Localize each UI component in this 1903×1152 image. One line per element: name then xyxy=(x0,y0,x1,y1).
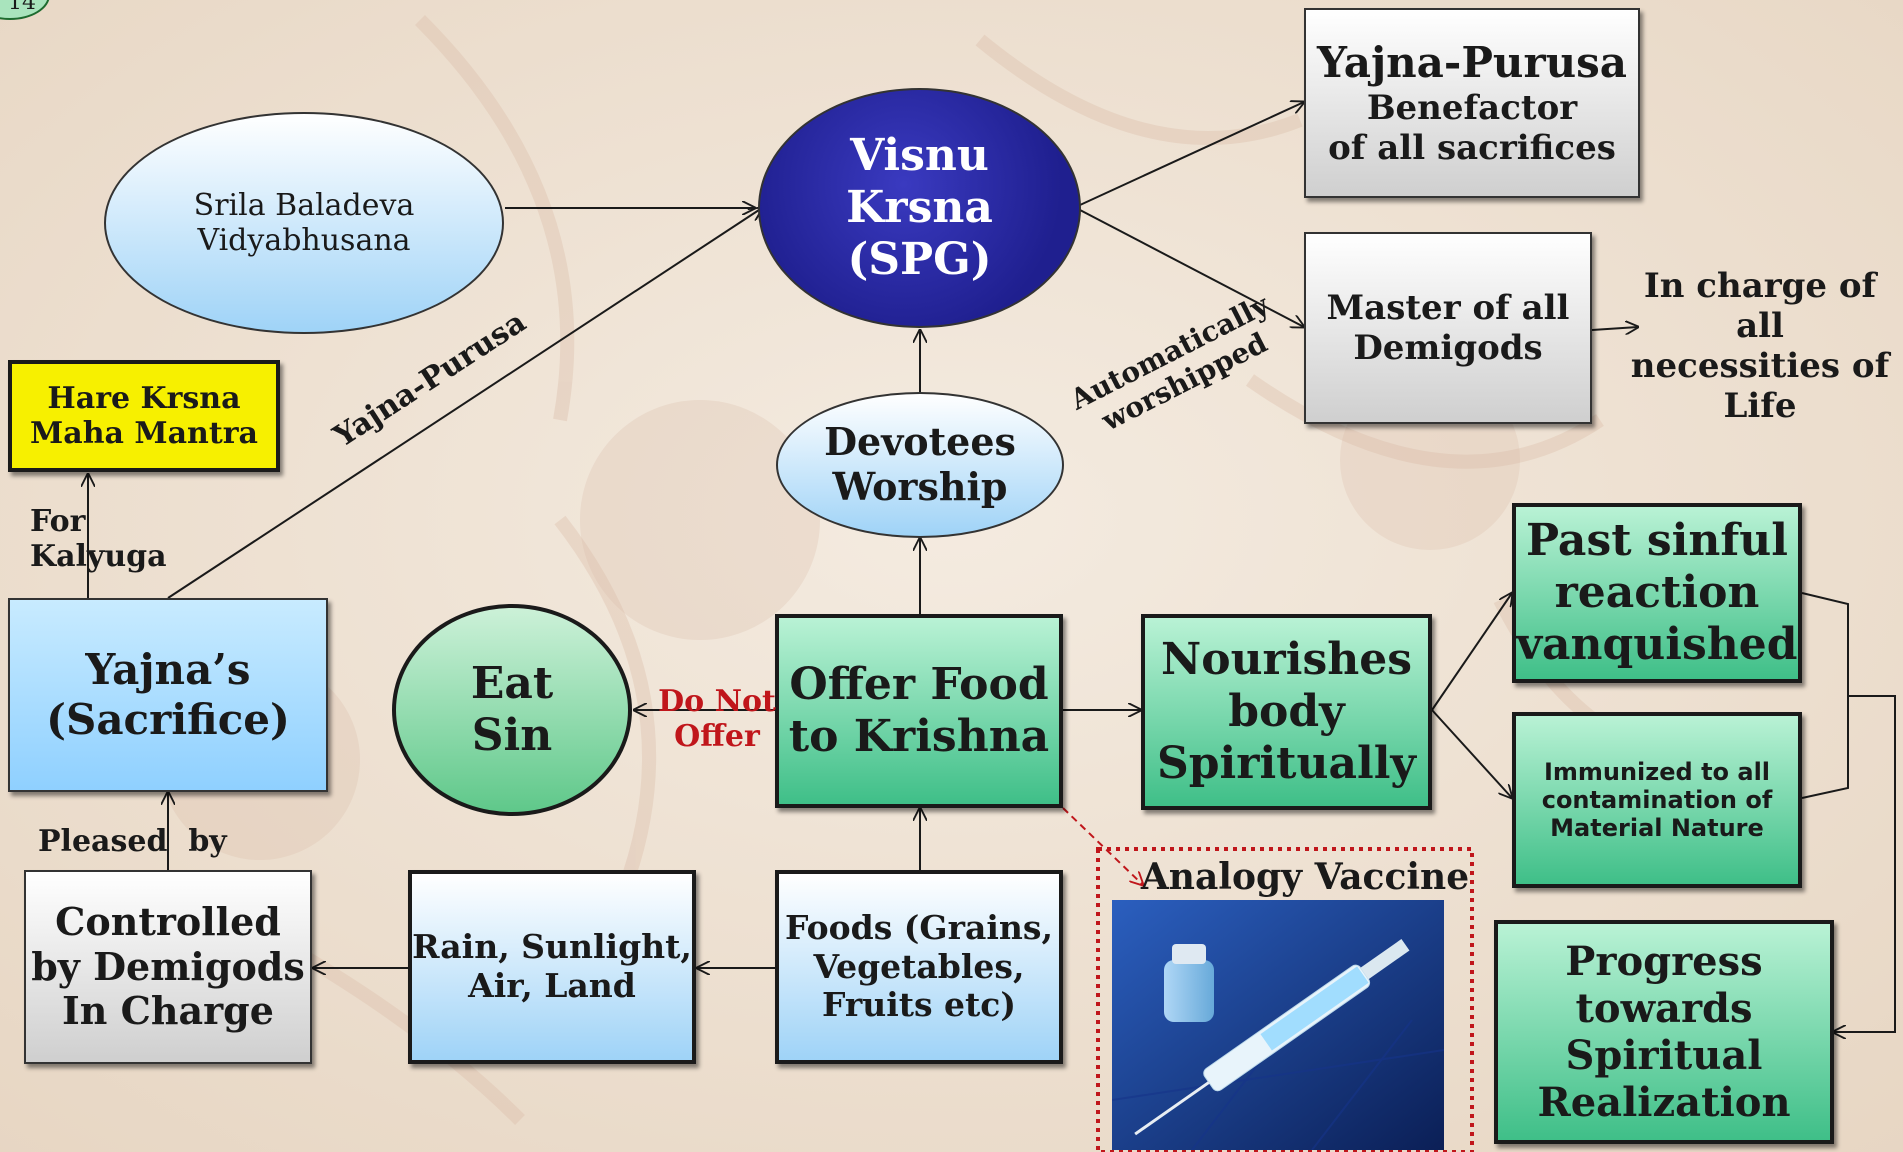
vial-cap xyxy=(1172,944,1206,964)
node-devotees-worship: Devotees Worship xyxy=(776,392,1064,538)
node-hare-krsna: Hare Krsna Maha Mantra xyxy=(8,360,280,472)
node-foods: Foods (Grains, Vegetables, Fruits etc) xyxy=(775,870,1063,1064)
node-controlled-text: Controlled by Demigods In Charge xyxy=(31,898,305,1034)
node-hare-krsna-text: Hare Krsna Maha Mantra xyxy=(30,380,258,451)
node-nourishes: Nourishes body Spiritually xyxy=(1141,614,1432,810)
node-baladeva-text: Srila Baladeva Vidyabhusana xyxy=(193,187,415,258)
node-progress: Progress towards Spiritual Realization xyxy=(1494,920,1834,1144)
node-yajna-purusa-title: Yajna-Purusa xyxy=(1317,38,1627,88)
label-for-kalyuga: For Kalyuga xyxy=(30,504,167,575)
node-baladeva: Srila Baladeva Vidyabhusana xyxy=(104,112,504,334)
analogy-vaccine-label: Analogy Vaccine xyxy=(1140,856,1470,898)
label-pleased-by: Pleased by xyxy=(38,824,227,859)
node-yajna-purusa: Yajna-Purusa Benefactor of all sacrifice… xyxy=(1304,8,1640,198)
node-immunized-text: Immunized to all contamination of Materi… xyxy=(1541,757,1773,843)
node-nourishes-text: Nourishes body Spiritually xyxy=(1157,634,1416,789)
node-yajnas: Yajna’s (Sacrifice) xyxy=(8,598,328,792)
node-rain: Rain, Sunlight, Air, Land xyxy=(408,870,696,1064)
node-yajna-purusa-body: Benefactor of all sacrifices xyxy=(1328,87,1616,168)
syringe-plunger xyxy=(1360,939,1410,980)
syringe-liquid xyxy=(1260,966,1369,1051)
node-rain-text: Rain, Sunlight, Air, Land xyxy=(412,927,692,1005)
node-eat-sin: Eat Sin xyxy=(392,604,632,816)
node-foods-text: Foods (Grains, Vegetables, Fruits etc) xyxy=(785,907,1053,1025)
node-immunized: Immunized to all contamination of Materi… xyxy=(1512,712,1802,888)
vaccine-image xyxy=(1112,900,1444,1150)
node-past-sinful-text: Past sinful reaction vanquished xyxy=(1516,515,1798,670)
node-devotees-worship-text: Devotees Worship xyxy=(824,419,1016,509)
node-past-sinful: Past sinful reaction vanquished xyxy=(1512,503,1802,683)
node-master-demigods-text: Master of all Demigods xyxy=(1326,287,1570,368)
node-visnu-text: Visnu Krsna (SPG) xyxy=(846,130,993,285)
slide-number: 14 xyxy=(8,0,36,15)
node-offer-food: Offer Food to Krishna xyxy=(775,614,1063,808)
node-visnu: Visnu Krsna (SPG) xyxy=(758,88,1081,328)
label-do-not-offer: Do Not Offer xyxy=(658,684,776,755)
syringe-needle xyxy=(1134,1081,1210,1136)
node-master-demigods: Master of all Demigods xyxy=(1304,232,1592,424)
node-yajnas-text: Yajna’s (Sacrifice) xyxy=(46,645,290,744)
node-offer-food-text: Offer Food to Krishna xyxy=(788,659,1050,762)
node-eat-sin-text: Eat Sin xyxy=(470,658,554,761)
node-progress-text: Progress towards Spiritual Realization xyxy=(1537,937,1791,1127)
node-controlled: Controlled by Demigods In Charge xyxy=(24,870,312,1064)
vial-body xyxy=(1164,960,1214,1022)
text-necessities: In charge of all necessities of Life xyxy=(1630,266,1890,427)
